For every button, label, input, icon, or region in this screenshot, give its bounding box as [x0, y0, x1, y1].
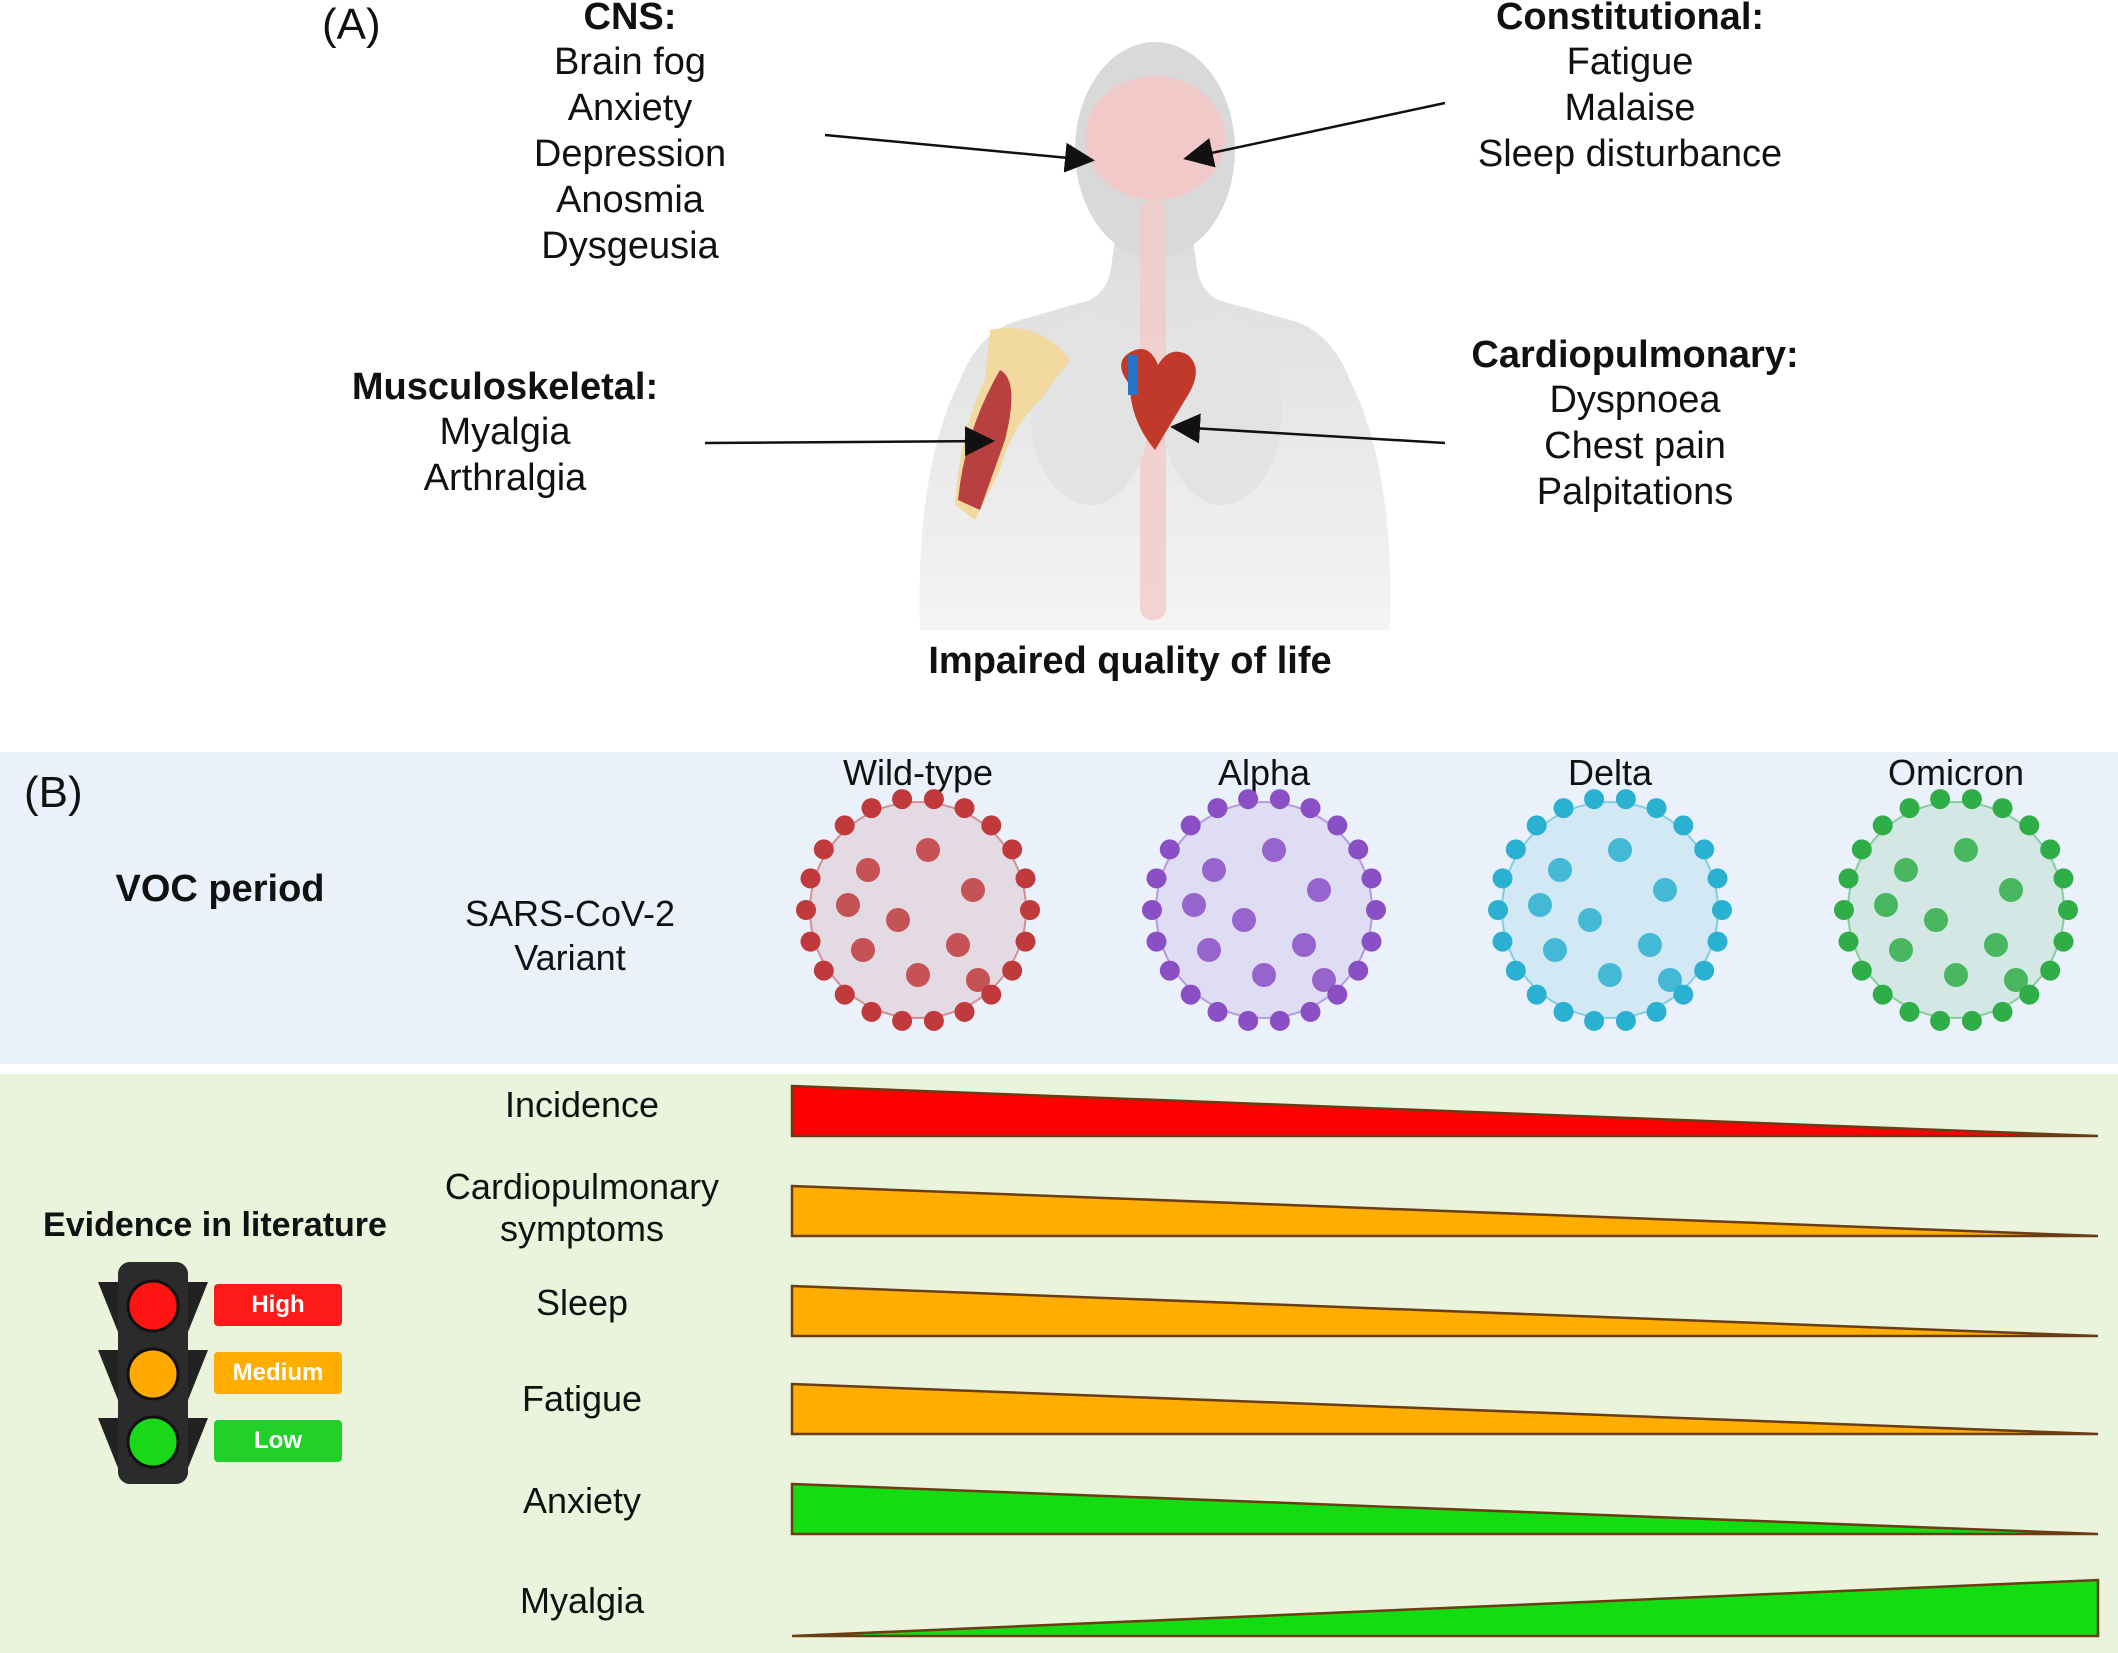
cns-item: Anosmia: [556, 179, 704, 221]
evidence-title: Evidence in literature: [43, 1206, 387, 1244]
cns-item: Dysgeusia: [541, 225, 719, 267]
variant-name-alpha: Alpha: [1217, 752, 1311, 793]
trend-wedge-myalgia: [791, 1578, 2100, 1638]
traffic-light-amber: [126, 1347, 180, 1401]
row-label-text: Myalgia: [519, 1580, 645, 1621]
row-label-text: Fatigue: [521, 1378, 643, 1419]
row-label-anxiety: Anxiety: [412, 1480, 752, 1522]
cardiopulmonary-item: Dyspnoea: [1549, 379, 1721, 421]
variant-name-omicron: Omicron: [1887, 752, 2025, 793]
constitutional-group: Constitutional: Fatigue Malaise Sleep di…: [1440, 0, 1820, 177]
virus-delta: [1488, 789, 1732, 1031]
variant-label-line: Variant: [514, 937, 626, 978]
variant-row-label: SARS-CoV-2 Variant: [420, 892, 720, 980]
traffic-light-red: [126, 1279, 180, 1333]
legend-medium: Medium: [214, 1352, 342, 1394]
constitutional-title: Constitutional:: [1495, 0, 1765, 38]
human-body-illustration: [704, 42, 1446, 630]
cardiopulmonary-item: Chest pain: [1544, 425, 1726, 467]
legend-high: High: [214, 1284, 342, 1326]
musculoskeletal-title: Musculoskeletal:: [351, 366, 659, 408]
trend-wedge-fatigue: [790, 1382, 2099, 1436]
panel-b-label: (B): [24, 768, 83, 817]
cns-item: Anxiety: [567, 87, 693, 129]
voc-period-panel: [0, 752, 2118, 1064]
variant-name-delta: Delta: [1567, 752, 1653, 793]
constitutional-item: Fatigue: [1566, 41, 1694, 83]
cardiopulmonary-group: Cardiopulmonary: Dyspnoea Chest pain Pal…: [1450, 334, 1820, 515]
cns-item: Depression: [533, 133, 727, 175]
row-label-text: Anxiety: [522, 1480, 642, 1521]
brain-icon: [1085, 76, 1225, 200]
row-label-text: Sleep: [535, 1282, 629, 1323]
virus-omicron: [1834, 789, 2078, 1031]
legend-low: Low: [214, 1420, 342, 1462]
cns-arrow: [824, 133, 1095, 173]
row-label-cardiopulmonary: Cardiopulmonary symptoms: [412, 1166, 752, 1250]
panel-a-label: (A): [322, 0, 381, 49]
cardiopulmonary-item: Palpitations: [1536, 471, 1734, 513]
virus-wild-type: [796, 789, 1040, 1031]
impaired-quality-caption: Impaired quality of life: [928, 640, 1332, 682]
row-label-fatigue: Fatigue: [412, 1378, 752, 1420]
cns-title: CNS:: [583, 0, 677, 38]
row-label-text: Incidence: [504, 1084, 660, 1125]
row-label-text: Cardiopulmonary: [444, 1166, 720, 1207]
cardiopulmonary-arrow: [1170, 413, 1446, 445]
row-label-sleep: Sleep: [412, 1282, 752, 1324]
row-label-incidence: Incidence: [412, 1084, 752, 1126]
trend-wedge-anxiety: [790, 1482, 2099, 1536]
variant-name-wild-type: Wild-type: [842, 752, 994, 793]
constitutional-arrow: [1183, 101, 1446, 168]
heart-icon: [1121, 349, 1196, 450]
constitutional-item: Sleep disturbance: [1477, 133, 1783, 175]
musculoskeletal-item: Myalgia: [439, 411, 571, 453]
voc-period-label: VOC period: [115, 868, 325, 910]
trend-wedge-sleep: [790, 1284, 2099, 1338]
cardiopulmonary-title: Cardiopulmonary:: [1471, 334, 1799, 376]
evidence-panel: [0, 1074, 2118, 1653]
cns-item: Brain fog: [553, 41, 707, 83]
traffic-light-green: [126, 1415, 180, 1469]
constitutional-item: Malaise: [1564, 87, 1696, 129]
musculoskeletal-arrow: [704, 426, 995, 457]
row-label-text: symptoms: [499, 1208, 665, 1249]
cns-group: CNS: Brain fog Anxiety Depression Anosmi…: [470, 0, 790, 269]
row-label-myalgia: Myalgia: [412, 1580, 752, 1622]
trend-wedge-cardiopulmonary: [790, 1184, 2099, 1238]
musculoskeletal-item: Arthralgia: [423, 457, 587, 499]
trend-wedge-incidence: [790, 1084, 2099, 1138]
variant-label-line: SARS-CoV-2: [464, 893, 676, 934]
musculoskeletal-group: Musculoskeletal: Myalgia Arthralgia: [330, 366, 680, 501]
virus-alpha: [1142, 789, 1386, 1031]
